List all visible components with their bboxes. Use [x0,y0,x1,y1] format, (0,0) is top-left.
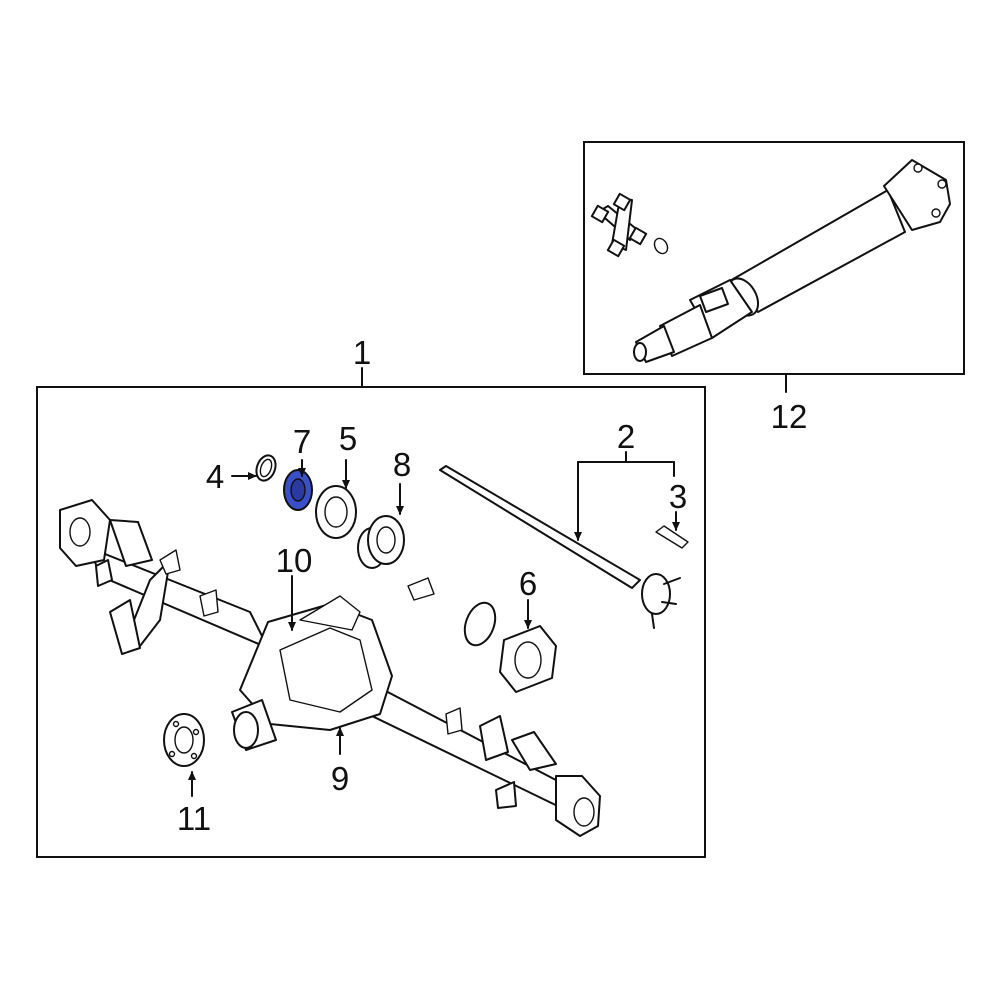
callout-8: 8 [393,446,411,483]
callout-12: 12 [771,398,808,435]
callout-6: 6 [519,565,537,602]
callout-11: 11 [177,800,211,837]
driveshaft-box [583,141,965,375]
callout-3: 3 [669,478,687,515]
callout-7: 7 [293,423,311,460]
retaining-clip [653,237,669,255]
callout-2: 2 [617,418,635,455]
callout-5: 5 [339,420,357,457]
bearing-race[interactable] [315,485,357,539]
tapered-bearing[interactable] [357,515,405,569]
pinion-flange[interactable] [163,713,205,767]
driveshaft-assembly[interactable] [633,159,951,363]
u-joint-cross[interactable] [590,192,648,258]
retainer-plate[interactable] [499,625,557,693]
callout-1: 1 [353,334,371,371]
callout-9: 9 [331,760,349,797]
axle-assembly-box [36,386,706,858]
snap-ring-inner [259,458,273,478]
gasket-ring[interactable] [459,599,500,650]
axle-housing[interactable] [59,499,601,837]
callout-4: 4 [206,458,224,495]
wheel-stud[interactable] [655,525,689,549]
callout-10: 10 [276,542,313,579]
clip [407,577,435,601]
highlighted-bearing[interactable] [283,469,313,511]
axle-shaft[interactable] [439,465,681,629]
